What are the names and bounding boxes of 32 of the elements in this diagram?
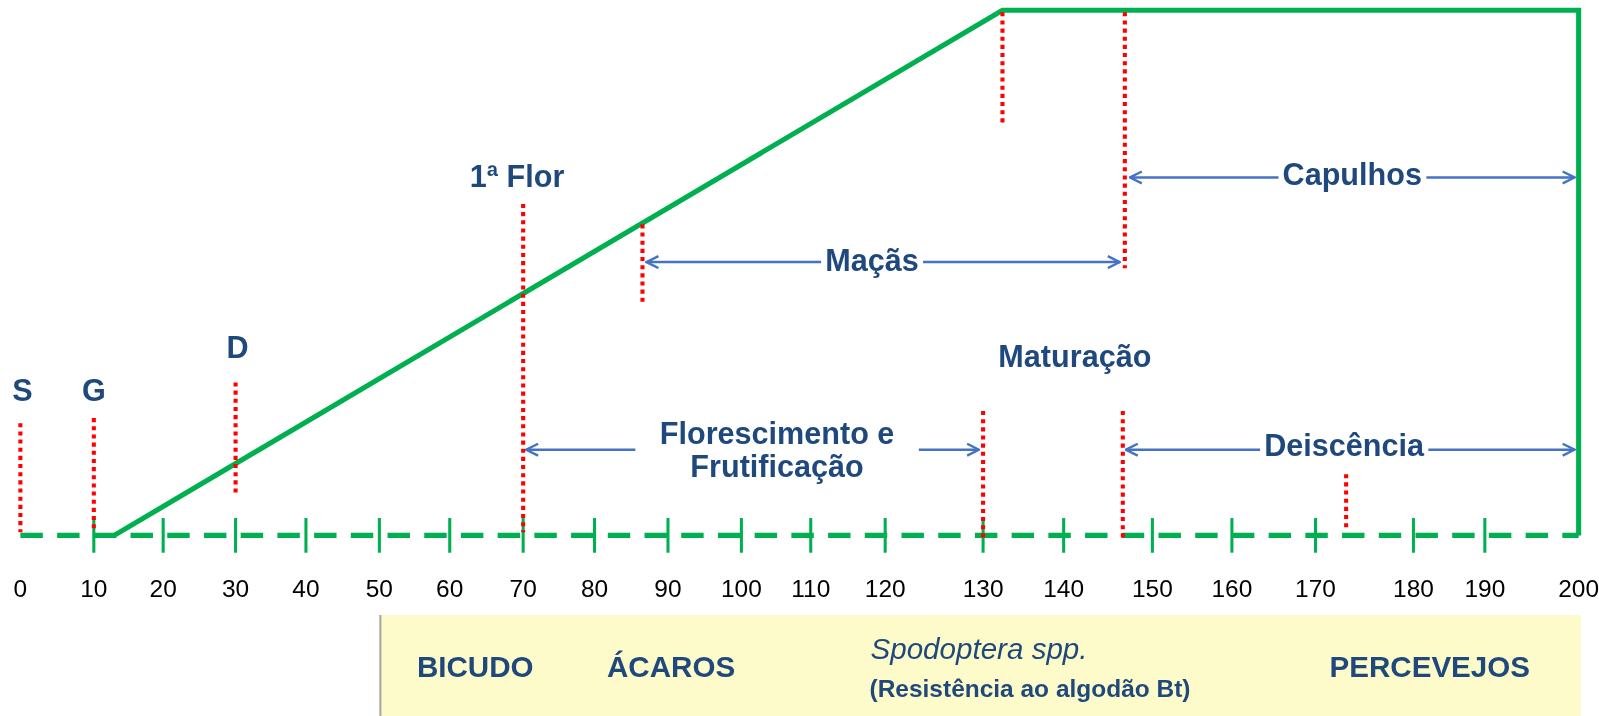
tick-label: 160 — [1211, 576, 1253, 603]
tick-label: 40 — [292, 576, 320, 603]
tick-label: 60 — [436, 576, 464, 603]
stage-label: 1ª Flor — [469, 159, 565, 194]
tick-label: 120 — [864, 576, 906, 603]
tick-label: 50 — [365, 576, 393, 603]
tick-label: 190 — [1464, 576, 1506, 603]
stage-label: G — [81, 373, 106, 408]
tick-label: 110 — [791, 576, 831, 603]
tick-label: 80 — [580, 576, 609, 603]
tick-label: 200 — [1558, 576, 1599, 603]
stage-label: S — [12, 373, 33, 408]
tick-label: 70 — [509, 576, 537, 603]
stage-label: D — [226, 330, 249, 365]
tick-label: 0 — [13, 576, 28, 603]
tick-label: 20 — [149, 576, 177, 603]
pest-band — [379, 614, 1581, 716]
pest-name: BICUDO — [416, 651, 534, 685]
tick-label: 140 — [1043, 576, 1085, 603]
stage-label: Maturação — [998, 339, 1152, 373]
pest-name: (Resistência ao algodão Bt) — [869, 675, 1191, 703]
pest-name: Spodoptera spp. — [870, 633, 1088, 666]
tick-label: 100 — [720, 576, 762, 603]
tick-label: 130 — [962, 576, 1004, 603]
tick-label: 30 — [221, 576, 250, 603]
tick-label: 170 — [1295, 576, 1336, 603]
tick-label: 90 — [654, 576, 682, 603]
pest-name: ÁCAROS — [606, 651, 736, 685]
pest-name: PERCEVEJOS — [1329, 651, 1531, 685]
tick-label: 150 — [1131, 576, 1173, 603]
tick-label: 180 — [1393, 576, 1434, 603]
tick-label: 10 — [80, 576, 108, 603]
